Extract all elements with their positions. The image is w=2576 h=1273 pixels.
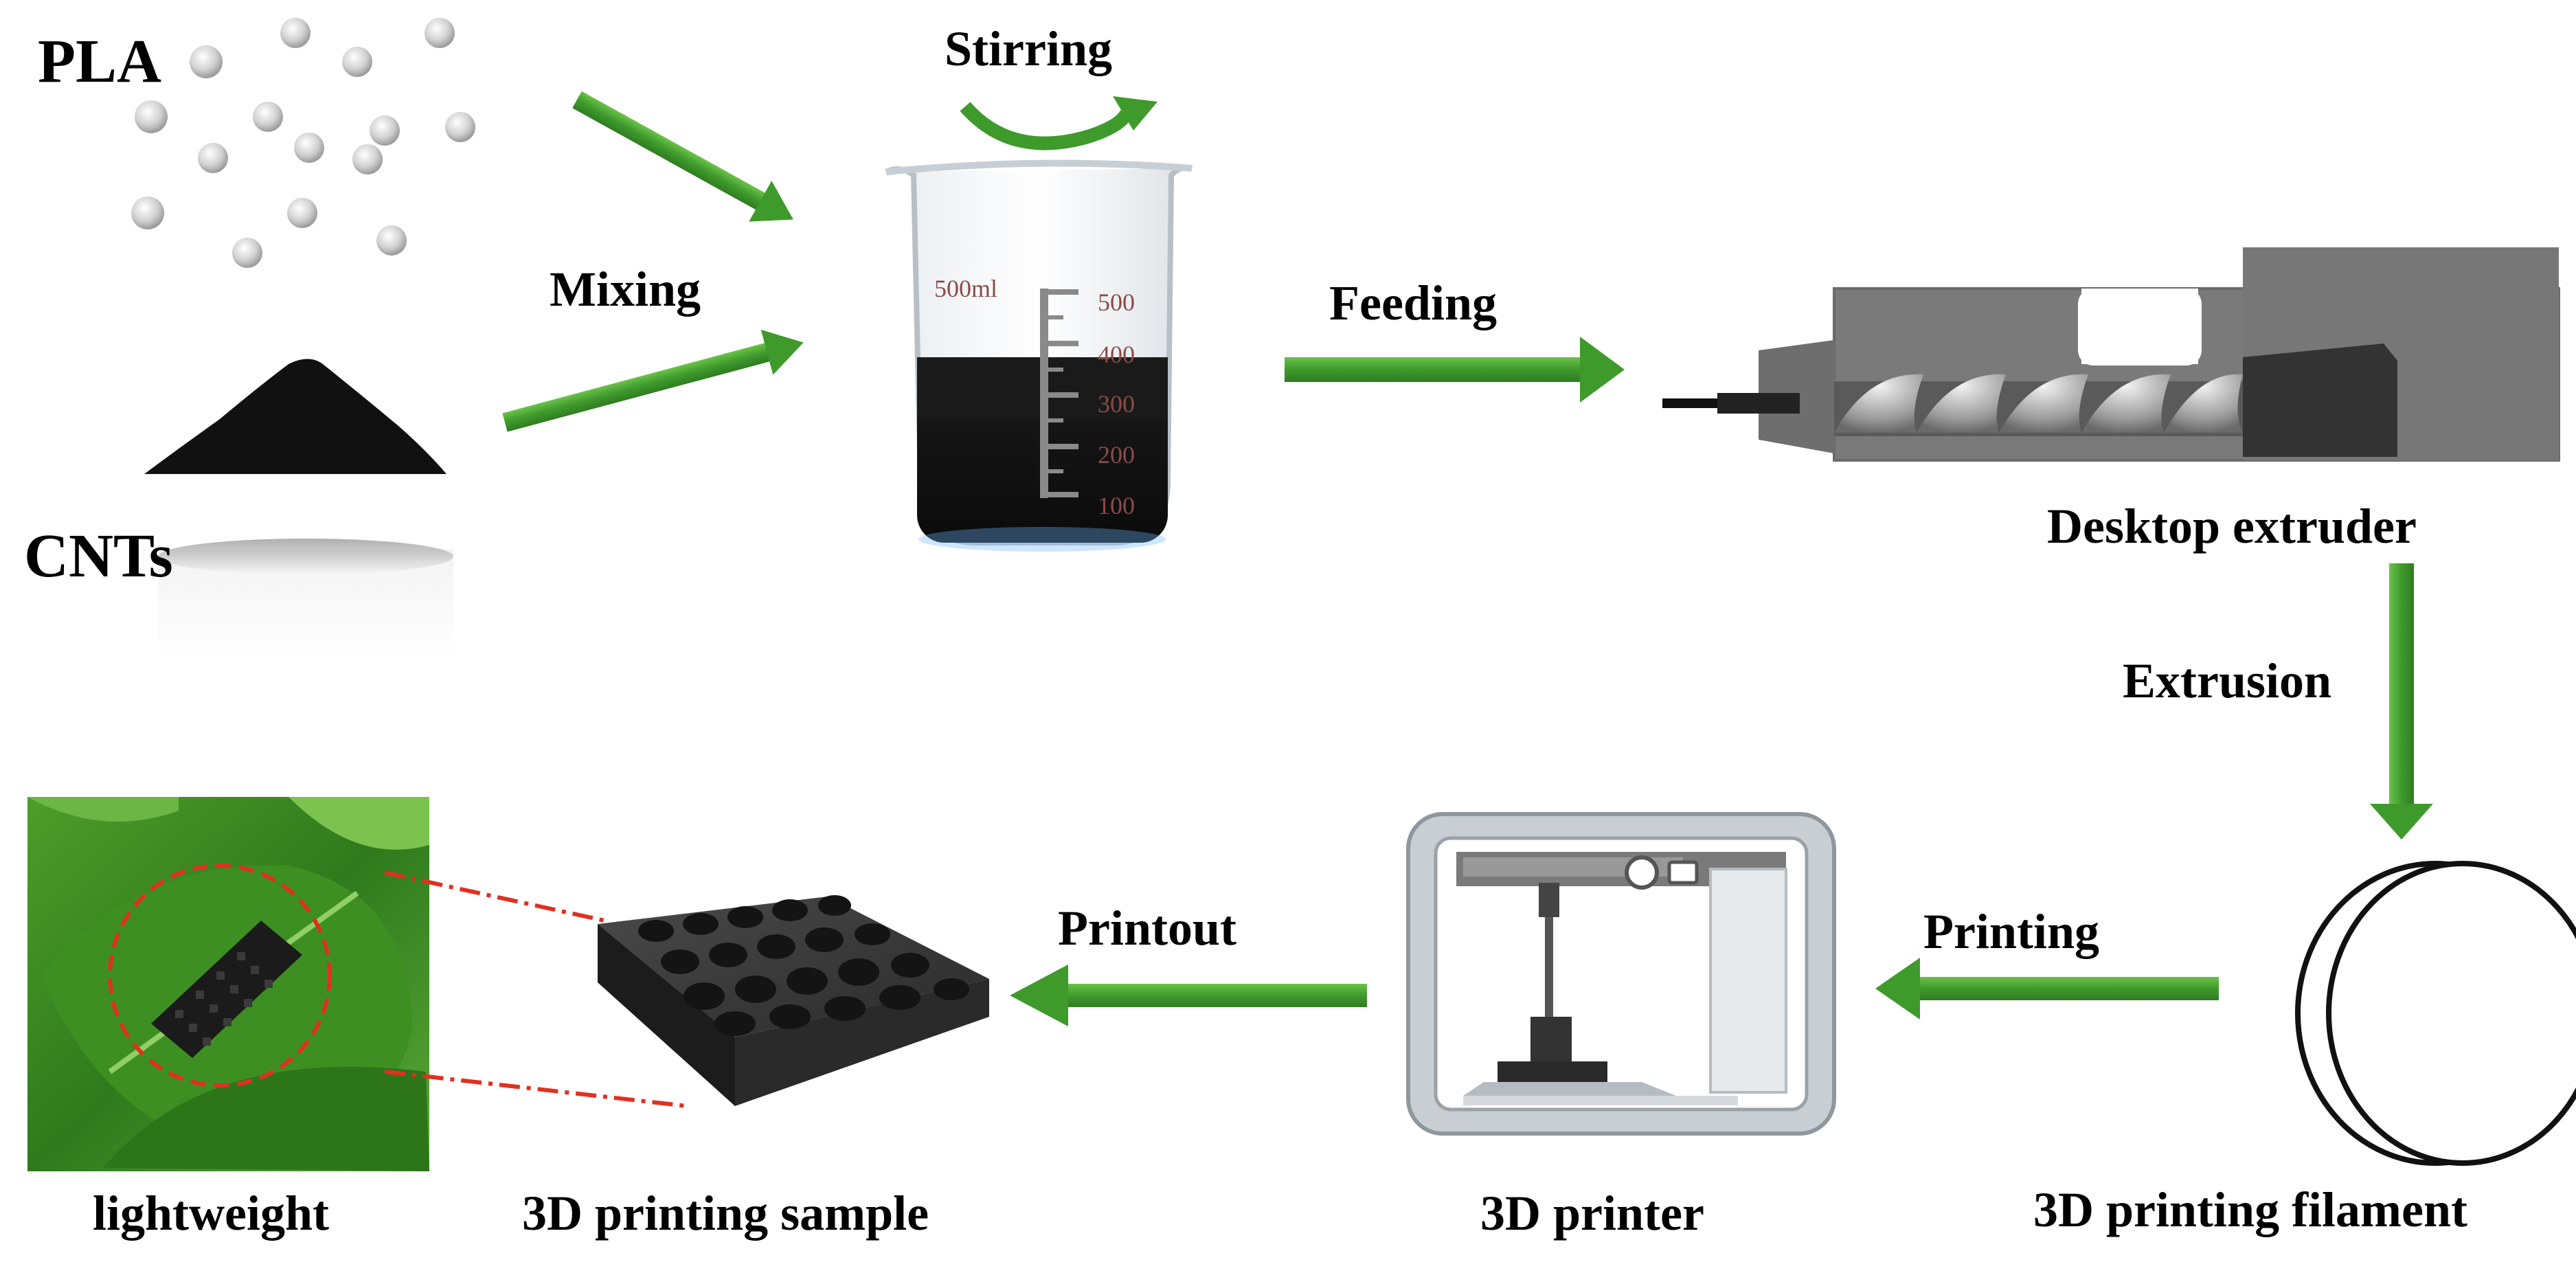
beaker-scale-400: 400 [1098, 341, 1135, 368]
desktop-extruder-label: Desktop extruder [2047, 499, 2417, 554]
filament-label: 3D printing filament [2033, 1182, 2468, 1237]
feeding-label: Feeding [1329, 275, 1497, 330]
desktop-extruder [1662, 247, 2560, 462]
pla-pellets [131, 18, 475, 268]
beaker-volume-label: 500ml [934, 275, 997, 302]
cnt-powder-pile [144, 359, 453, 660]
stirring-label: Stirring [945, 21, 1112, 76]
stirring-curved-arrow [960, 96, 1157, 150]
beaker-scale-200: 200 [1098, 441, 1135, 469]
extrusion-arrow [2370, 563, 2433, 840]
feeding-arrow [1285, 337, 1625, 403]
beaker-scale-100: 100 [1098, 492, 1135, 519]
beaker: 500ml 500 400 300 200 100 [885, 159, 1193, 552]
mixing-arrows [502, 91, 804, 432]
printing-arrow [1875, 958, 2219, 1019]
pla-label: PLA [38, 27, 161, 95]
printer-label: 3D printer [1480, 1186, 1704, 1241]
filament-spool [2295, 861, 2576, 1166]
lightweight-label: lightweight [93, 1186, 330, 1241]
leaf-photo [27, 797, 429, 1171]
extrusion-label: Extrusion [2123, 653, 2332, 708]
mixing-label: Mixing [550, 262, 701, 317]
printing-label: Printing [1923, 904, 2100, 959]
printout-label: Printout [1058, 901, 1236, 956]
cnts-label: CNTs [24, 522, 173, 590]
3d-printer [1406, 812, 1836, 1136]
printout-arrow [1010, 965, 1367, 1026]
beaker-scale-500: 500 [1098, 289, 1135, 316]
zoom-dashed-lines [384, 870, 688, 1108]
sample-label: 3D printing sample [522, 1186, 929, 1241]
beaker-scale-300: 300 [1098, 390, 1135, 418]
3d-printing-sample [598, 895, 989, 1106]
